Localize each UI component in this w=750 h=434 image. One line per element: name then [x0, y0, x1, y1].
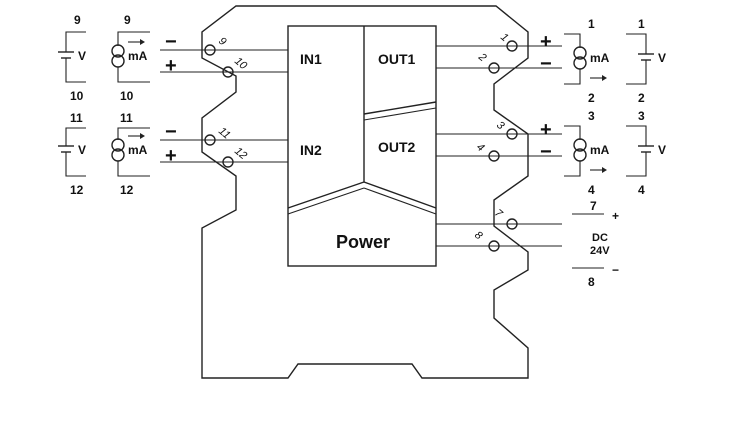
in2-voltage-unit: V: [78, 143, 86, 157]
supply-voltage: 24V: [590, 245, 610, 257]
housing-outline: [201, 5, 529, 379]
terminal-3: [506, 128, 518, 140]
in1-plus-sign: +: [165, 55, 177, 77]
out1-current-load: 1 mA 2: [564, 17, 610, 105]
in2-minus-sign: −: [165, 121, 177, 143]
in2-voltage-top-label: 11: [70, 111, 83, 125]
block-label-in1: IN1: [300, 51, 322, 67]
out2-voltage-bottom-label: 4: [638, 183, 645, 197]
terminal-1: [506, 40, 518, 52]
in2-current-bottom-label: 12: [120, 183, 134, 197]
dc-supply: 7 + DC 24V − 8: [572, 199, 619, 289]
supply-plus-sign: +: [612, 209, 619, 223]
supply-bottom-label: 8: [588, 275, 595, 289]
in1-current-bottom-label: 10: [120, 89, 134, 103]
in1-voltage-bottom-label: 10: [70, 89, 84, 103]
in1-current-top-label: 9: [124, 13, 131, 27]
terminal-7: [506, 218, 518, 230]
in2-current-source: 11 mA 12: [111, 111, 150, 197]
in2-voltage-source: 11 V 12: [58, 111, 86, 197]
in1-current-source: 9 mA 10: [111, 13, 150, 103]
block-label-out1: OUT1: [378, 51, 416, 67]
in2-current-top-label: 11: [120, 111, 133, 125]
terminal-label-3: 3: [494, 119, 507, 133]
in2-plus-sign: +: [165, 145, 177, 167]
divider-power-left: [287, 181, 365, 209]
out1-current-top-label: 1: [588, 17, 595, 31]
terminal-label-10: 10: [232, 55, 250, 73]
out2-current-load: 3 mA 4: [564, 109, 610, 197]
block-label-in2: IN2: [300, 142, 322, 158]
out1-minus-sign: −: [540, 53, 552, 75]
divider-out1-out2: [363, 101, 437, 115]
divider-out1-out2-b: [363, 107, 437, 121]
out1-voltage-top-label: 1: [638, 17, 645, 31]
divider-power-left-b: [287, 187, 365, 215]
terminal-label-4: 4: [474, 141, 486, 154]
terminal-label-9: 9: [216, 35, 228, 48]
terminal-label-2: 2: [475, 50, 488, 64]
out1-plus-sign: +: [540, 31, 552, 53]
out2-minus-sign: −: [540, 141, 552, 163]
block-label-power: Power: [336, 232, 390, 252]
in2-voltage-bottom-label: 12: [70, 183, 84, 197]
terminal-4: [488, 150, 500, 162]
terminal-12: [222, 156, 234, 168]
terminal-2: [488, 62, 500, 74]
out1-current-bottom-label: 2: [588, 91, 595, 105]
supply-minus-sign: −: [612, 263, 619, 277]
out2-current-top-label: 3: [588, 109, 595, 123]
supply-top-label: 7: [590, 199, 597, 213]
out1-voltage-load: 1 V 2: [626, 17, 666, 105]
supply-type: DC: [592, 232, 608, 244]
out1-current-unit: mA: [590, 51, 610, 65]
out2-voltage-unit: V: [658, 143, 666, 157]
terminal-label-8: 8: [472, 229, 485, 243]
module-box: [287, 25, 437, 267]
out2-plus-sign: +: [540, 119, 552, 141]
divider-power-right-b: [363, 187, 437, 215]
terminal-11: [204, 134, 216, 146]
out2-voltage-load: 3 V 4: [626, 109, 666, 197]
out2-voltage-top-label: 3: [638, 109, 645, 123]
in1-voltage-source: 9 V 10: [58, 13, 86, 103]
in1-current-unit: mA: [128, 49, 148, 63]
out2-current-bottom-label: 4: [588, 183, 595, 197]
terminal-10: [222, 66, 234, 78]
in2-current-unit: mA: [128, 143, 148, 157]
divider-power-right: [363, 181, 437, 209]
in1-minus-sign: −: [165, 31, 177, 53]
terminal-8: [488, 240, 500, 252]
in1-voltage-unit: V: [78, 49, 86, 63]
block-label-out2: OUT2: [378, 139, 416, 155]
terminal-label-12: 12: [232, 145, 249, 162]
in1-voltage-top-label: 9: [74, 13, 81, 27]
out2-current-unit: mA: [590, 143, 610, 157]
terminal-9: [204, 44, 216, 56]
terminal-label-11: 11: [216, 125, 232, 142]
out1-voltage-bottom-label: 2: [638, 91, 645, 105]
out1-voltage-unit: V: [658, 51, 666, 65]
